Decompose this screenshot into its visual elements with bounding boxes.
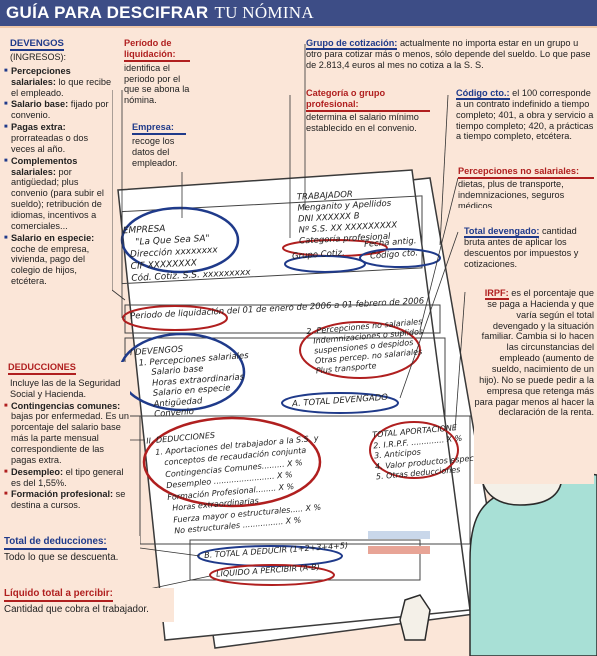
periodo-text: identifica el periodo por el que se abon… [124,62,190,106]
devengos-item-text: prorrateadas o dos veces al año. [11,132,89,154]
devengos-item-term: Pagas extra: [11,122,66,133]
codigo-box: Código cto.: el 100 corresponde a un con… [456,88,594,154]
irpf-heading: IRPF: [484,288,509,300]
total-devengado-ellipse [281,392,399,414]
deducciones-item: Contingencias comunes: bajas por enferme… [4,401,130,466]
doc-no-salariales: 2. Percepciones no salariales Indemnizac… [306,317,426,377]
total-deducciones-text: Todo lo que se descuenta. [4,551,119,563]
no-salariales-box: Percepciones no salariales: dietas, plus… [458,166,594,208]
grupo-heading: Grupo de cotización: [306,38,398,50]
no-salariales-text: dietas, plus de transporte, indemnizacio… [458,178,565,208]
categoria-text: determina el salario mínimo establecido … [306,111,419,133]
periodo-ellipse [122,305,228,331]
deducciones-item: Formación profesional: se destina a curs… [4,489,130,511]
periodo-box: Período de liquidación: identifica el pe… [124,38,190,106]
title-light: TU NÓMINA [214,3,314,22]
no-salariales-ellipse [299,321,421,379]
devengos-item-term: Salario base: [11,99,69,110]
grupo-text: actualmente no importa estar en un grupo… [306,38,591,70]
categoria-box: Categoría o grupo profesional: determina… [306,88,430,138]
irpf-ellipse [369,421,459,479]
doc-aportacion: TOTAL APORTACIONE 2. I.R.P.F. ..........… [372,422,478,483]
connector-codigo [439,94,449,246]
codigo-text: el 100 corresponde a un contrato indefin… [456,88,594,142]
empresa-box: Empresa: recoge los datos del empleador. [132,122,186,172]
devengos-item-text: por antigüedad; plus convenio (para subi… [11,166,104,231]
liquido-heading: Líquido total a percibir: [4,588,113,602]
devengos-item-term: Complementos salariales: [11,155,78,177]
codigo-heading: Código cto.: [456,88,510,100]
character-hand [399,594,431,641]
devengos-item-term: Percepciones salariales: [11,65,71,87]
bar-red [368,546,430,554]
categoria-heading: Categoría o grupo profesional: [306,88,430,112]
irpf-text: es el porcentaje que se paga a Hacienda … [474,288,594,418]
devengos-item: Salario base: fijado por convenio. [4,99,112,121]
deducciones-ellipse [142,416,322,508]
doc-empresa: EMPRESA "La Que Sea SA" Dirección xxxxxx… [123,219,251,285]
devengos-item-text: coche de empresa, vivienda, pago del col… [11,243,90,287]
devengos-item-term: Salario en especie: [11,232,95,243]
deducciones-item-text: el tipo general es del 1,55%. [11,466,124,488]
connector-irpf [454,291,466,431]
title-bar: GUÍA PARA DESCIFRAR TU NÓMINA [0,0,597,28]
empresa-text: recoge los datos del empleador. [132,135,178,168]
grupo-ellipse [284,255,366,273]
empresa-heading: Empresa: [132,122,186,135]
doc-deducciones: II. DEDUCCIONES 1. Aportaciones del trab… [146,421,326,539]
devengos-item: Complementos salariales: por antigüedad;… [4,156,112,232]
devengos-item: Pagas extra: prorrateadas o dos veces al… [4,122,112,155]
connector-total-deducciones [139,547,201,557]
devengos-subheading: (INGRESOS): [10,52,67,63]
deducciones-frame [139,415,471,545]
deducciones-intro: Incluye las de la Seguridad Social y Hac… [10,377,121,399]
devengos-heading: DEVENGOS [10,38,64,52]
title-bold: GUÍA PARA DESCIFRAR [6,3,209,22]
devengos-item-text: lo que recibe el empleado. [11,76,112,98]
deducciones-item-term: Contingencias comunes: [11,400,121,411]
deducciones-item-term: Formación profesional: [11,489,114,500]
liquido-box: Líquido total a percibir: Cantidad que c… [4,588,174,622]
bar-blue [368,531,430,539]
connector-devengos [111,90,126,301]
total-devengado-text: cantidad bruta antes de aplicar los desc… [464,226,579,269]
deducciones-item-text: bajas por enfermedad. Es un porcentaje d… [11,411,129,465]
total-devengado-box: Total devengado: cantidad bruta antes de… [464,226,594,270]
devengos-item: Percepciones salariales: lo que recibe e… [4,66,112,99]
periodo-heading: Período de liquidación: [124,38,190,62]
irpf-box: IRPF: es el porcentaje que se paga a Hac… [474,288,594,484]
devengos-box: DEVENGOS (INGRESOS): Percepciones salari… [4,38,112,344]
devengos-item: Salario en especie: coche de empresa, vi… [4,233,112,287]
devengos-item-text: fijado por convenio. [11,99,109,121]
deducciones-list: Contingencias comunes: bajas por enferme… [4,401,130,512]
totales-frame [189,539,421,581]
connector-no-salariales [419,177,459,331]
codigo-ellipse [359,248,441,268]
liquido-text: Cantidad que cobra el trabajador. [4,603,149,615]
no-salariales-heading: Percepciones no salariales: [458,166,594,179]
total-deducciones-box: Total de deducciones: Todo lo que se des… [4,536,140,568]
deducciones-item: Desempleo: el tipo general es del 1,55%. [4,467,130,489]
page-title: GUÍA PARA DESCIFRAR TU NÓMINA [6,3,314,23]
deducciones-item-text: se destina a cursos. [11,489,126,511]
grupo-box: Grupo de cotización: actualmente no impo… [306,38,594,78]
deducciones-heading: DEDUCCIONES [8,362,76,375]
deducciones-item-term: Desempleo: [11,466,64,477]
total-devengado-heading: Total devengado: [464,226,540,238]
doc-devengos: I DEVENGOS 1. Percepciones salariales Sa… [130,340,253,422]
periodo-frame [124,304,441,334]
devengos-list: Percepciones salariales: lo que recibe e… [4,66,112,287]
connector-total-devengado [399,231,459,399]
deducciones-box: DEDUCCIONES Incluye las de la Seguridad … [4,362,130,522]
liquido-ellipse [209,564,335,586]
total-deducciones-heading: Total de deducciones: [4,536,107,550]
